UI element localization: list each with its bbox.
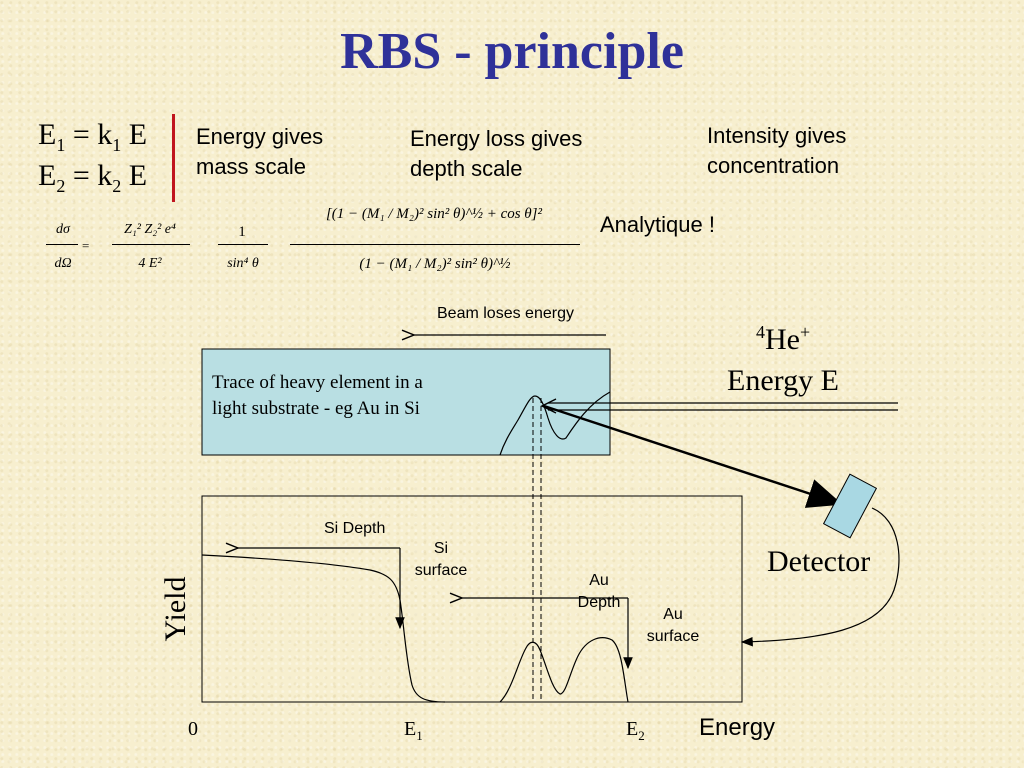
au-spectrum-curve — [499, 637, 629, 703]
si-spectrum-curve — [201, 554, 446, 703]
equation-e2: E2 = k2 E — [38, 159, 148, 196]
analytique-label: Analytique ! — [600, 212, 715, 237]
formula-factor2-numerator: 1 — [238, 224, 246, 240]
si-depth-label: Si Depth — [324, 520, 386, 537]
formula-lhs-numerator: dσ — [56, 222, 70, 237]
detector-box — [822, 473, 878, 539]
ion-label: 4He+ — [756, 322, 811, 356]
formula-factor3-bar — [290, 244, 580, 245]
spectrum-box — [201, 495, 743, 703]
y-axis-label: Yield — [159, 576, 192, 642]
beam-loss-label: Beam loses energy — [437, 305, 574, 322]
x-axis-label: Energy — [699, 714, 776, 741]
formula-lhs-bar — [46, 244, 78, 245]
formula-factor2-bar — [218, 244, 268, 245]
scattered-beam-arrow — [543, 404, 843, 508]
slide-title: RBS - principle — [340, 23, 684, 80]
x-tick-e1: E1 — [404, 718, 423, 743]
formula-factor1-numerator: Z₁² Z₂² e⁴ — [124, 222, 176, 237]
sample-profile-curve — [499, 391, 611, 456]
formula-factor2-denominator: sin⁴ θ — [227, 256, 259, 271]
formula-factor1-bar — [112, 244, 190, 245]
formula-lhs-denominator: dΩ — [54, 256, 72, 271]
equation-e1: E1 = k1 E — [38, 118, 148, 155]
formula-factor1-denominator: 4 E² — [138, 256, 162, 271]
formula-factor3-denominator: (1 − (M₁ / M₂)² sin² θ)^½ — [359, 256, 511, 272]
ion-energy-label: Energy E — [727, 364, 839, 397]
detector-cable-arrow — [740, 507, 900, 647]
x-tick-zero: 0 — [188, 718, 198, 740]
detector-label: Detector — [767, 545, 871, 578]
x-tick-e2: E2 — [626, 718, 645, 743]
equation-bracket — [172, 114, 175, 202]
formula-equals: = — [82, 238, 90, 253]
incoming-beam-arrowhead — [540, 398, 557, 414]
formula-factor3-numerator: [(1 − (M₁ / M₂)² sin² θ)^½ + cos θ]² — [325, 206, 543, 222]
